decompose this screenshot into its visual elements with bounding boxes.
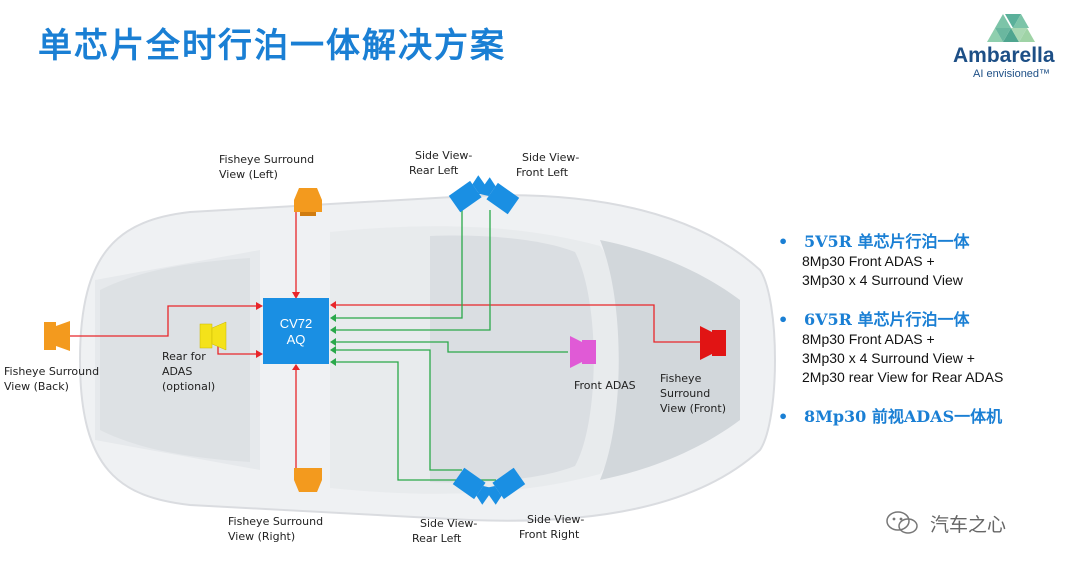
camera-icon — [700, 326, 726, 360]
label-side-rear-left-top: Side View- Rear Left — [409, 148, 472, 178]
label-line: ADAS — [162, 365, 193, 378]
label-line: Side View- — [522, 151, 580, 164]
label-line: Rear Left — [409, 164, 459, 177]
label-line: View (Front) — [660, 402, 727, 415]
green-connections — [336, 210, 568, 481]
red-arrowheads — [256, 292, 336, 370]
solution-item: •5V5R 单芯片行泊一体 8Mp30 Front ADAS + 3Mp30 x… — [778, 228, 1068, 290]
label-side-front-right: Side View- Front Right — [519, 512, 584, 542]
label-fisheye-back: Fisheye Surround View (Back) — [4, 364, 99, 394]
label-line: (optional) — [162, 380, 216, 393]
label-fisheye-left: Fisheye Surround View (Left) — [219, 152, 314, 182]
label-line: Front Right — [519, 528, 580, 541]
page-title: 单芯片全时行泊一体解决方案 — [38, 26, 506, 66]
camera-icon — [44, 321, 70, 351]
label-side-rear-left-bottom: Side View- Rear Left — [412, 516, 477, 546]
wechat-icon — [886, 511, 918, 534]
label-line: Fisheye Surround — [228, 515, 324, 528]
label-line: View (Left) — [219, 168, 278, 181]
brand-tagline: AI envisioned™ — [973, 68, 1051, 80]
chip-line-2: AQ — [286, 332, 306, 347]
label-line: Side View- — [527, 513, 585, 526]
label-line: Fisheye — [660, 372, 702, 385]
label-line: Rear for — [162, 350, 206, 363]
label-line: View (Right) — [228, 530, 296, 543]
camera-icon — [294, 468, 322, 492]
watermark-text: 汽车之心 — [930, 514, 1007, 536]
solution-item: •8Mp30 前视ADAS一体机 — [778, 407, 1003, 426]
camera-icon — [570, 336, 596, 368]
solution-heading: 8Mp30 前视ADAS一体机 — [804, 407, 1003, 426]
camera-icon — [294, 188, 322, 216]
label-line: Fisheye Surround — [219, 153, 315, 166]
camera-icon — [484, 467, 526, 505]
label-line: Fisheye Surround — [4, 365, 100, 378]
solution-line: 3Mp30 x 4 Surround View — [802, 272, 963, 288]
label-side-front-left: Side View- Front Left — [516, 150, 579, 180]
label-rear-adas: Rear for ADAS (optional) — [162, 349, 215, 394]
brand-name: Ambarella — [953, 44, 1055, 67]
label-line: Front Left — [516, 166, 569, 179]
camera-icon — [478, 177, 520, 215]
label-line: View (Back) — [4, 380, 69, 393]
green-arrowheads — [330, 314, 336, 366]
solution-heading: 6V5R 单芯片行泊一体 — [804, 310, 970, 329]
camera-icon — [199, 321, 227, 351]
red-connections — [70, 212, 700, 468]
chip-line-1: CV72 — [279, 316, 313, 331]
label-line: Front ADAS — [574, 379, 636, 392]
solution-line: 3Mp30 x 4 Surround View + — [802, 350, 975, 366]
solution-heading: 5V5R 单芯片行泊一体 — [804, 232, 970, 251]
solution-line: 8Mp30 Front ADAS + — [802, 331, 935, 347]
solution-line: 2Mp30 rear View for Rear ADAS — [802, 369, 1004, 385]
label-line: Side View- — [420, 517, 478, 530]
label-front-adas: Front ADAS — [574, 378, 636, 393]
solution-line: 8Mp30 Front ADAS + — [802, 253, 935, 269]
logo-triangles-icon — [987, 14, 1035, 42]
solution-item: •6V5R 单芯片行泊一体 8Mp30 Front ADAS + 3Mp30 x… — [778, 306, 1068, 387]
car-outline — [78, 194, 776, 522]
label-line: Rear Left — [412, 532, 462, 545]
label-fisheye-right: Fisheye Surround View (Right) — [228, 514, 323, 544]
soc-chip: CV72 AQ — [263, 298, 329, 364]
label-line: Surround — [660, 387, 711, 400]
label-line: Side View- — [415, 149, 473, 162]
solution-list: •5V5R 单芯片行泊一体 8Mp30 Front ADAS + 3Mp30 x… — [778, 228, 1068, 443]
label-fisheye-front: Fisheye Surround View (Front) — [660, 371, 726, 416]
